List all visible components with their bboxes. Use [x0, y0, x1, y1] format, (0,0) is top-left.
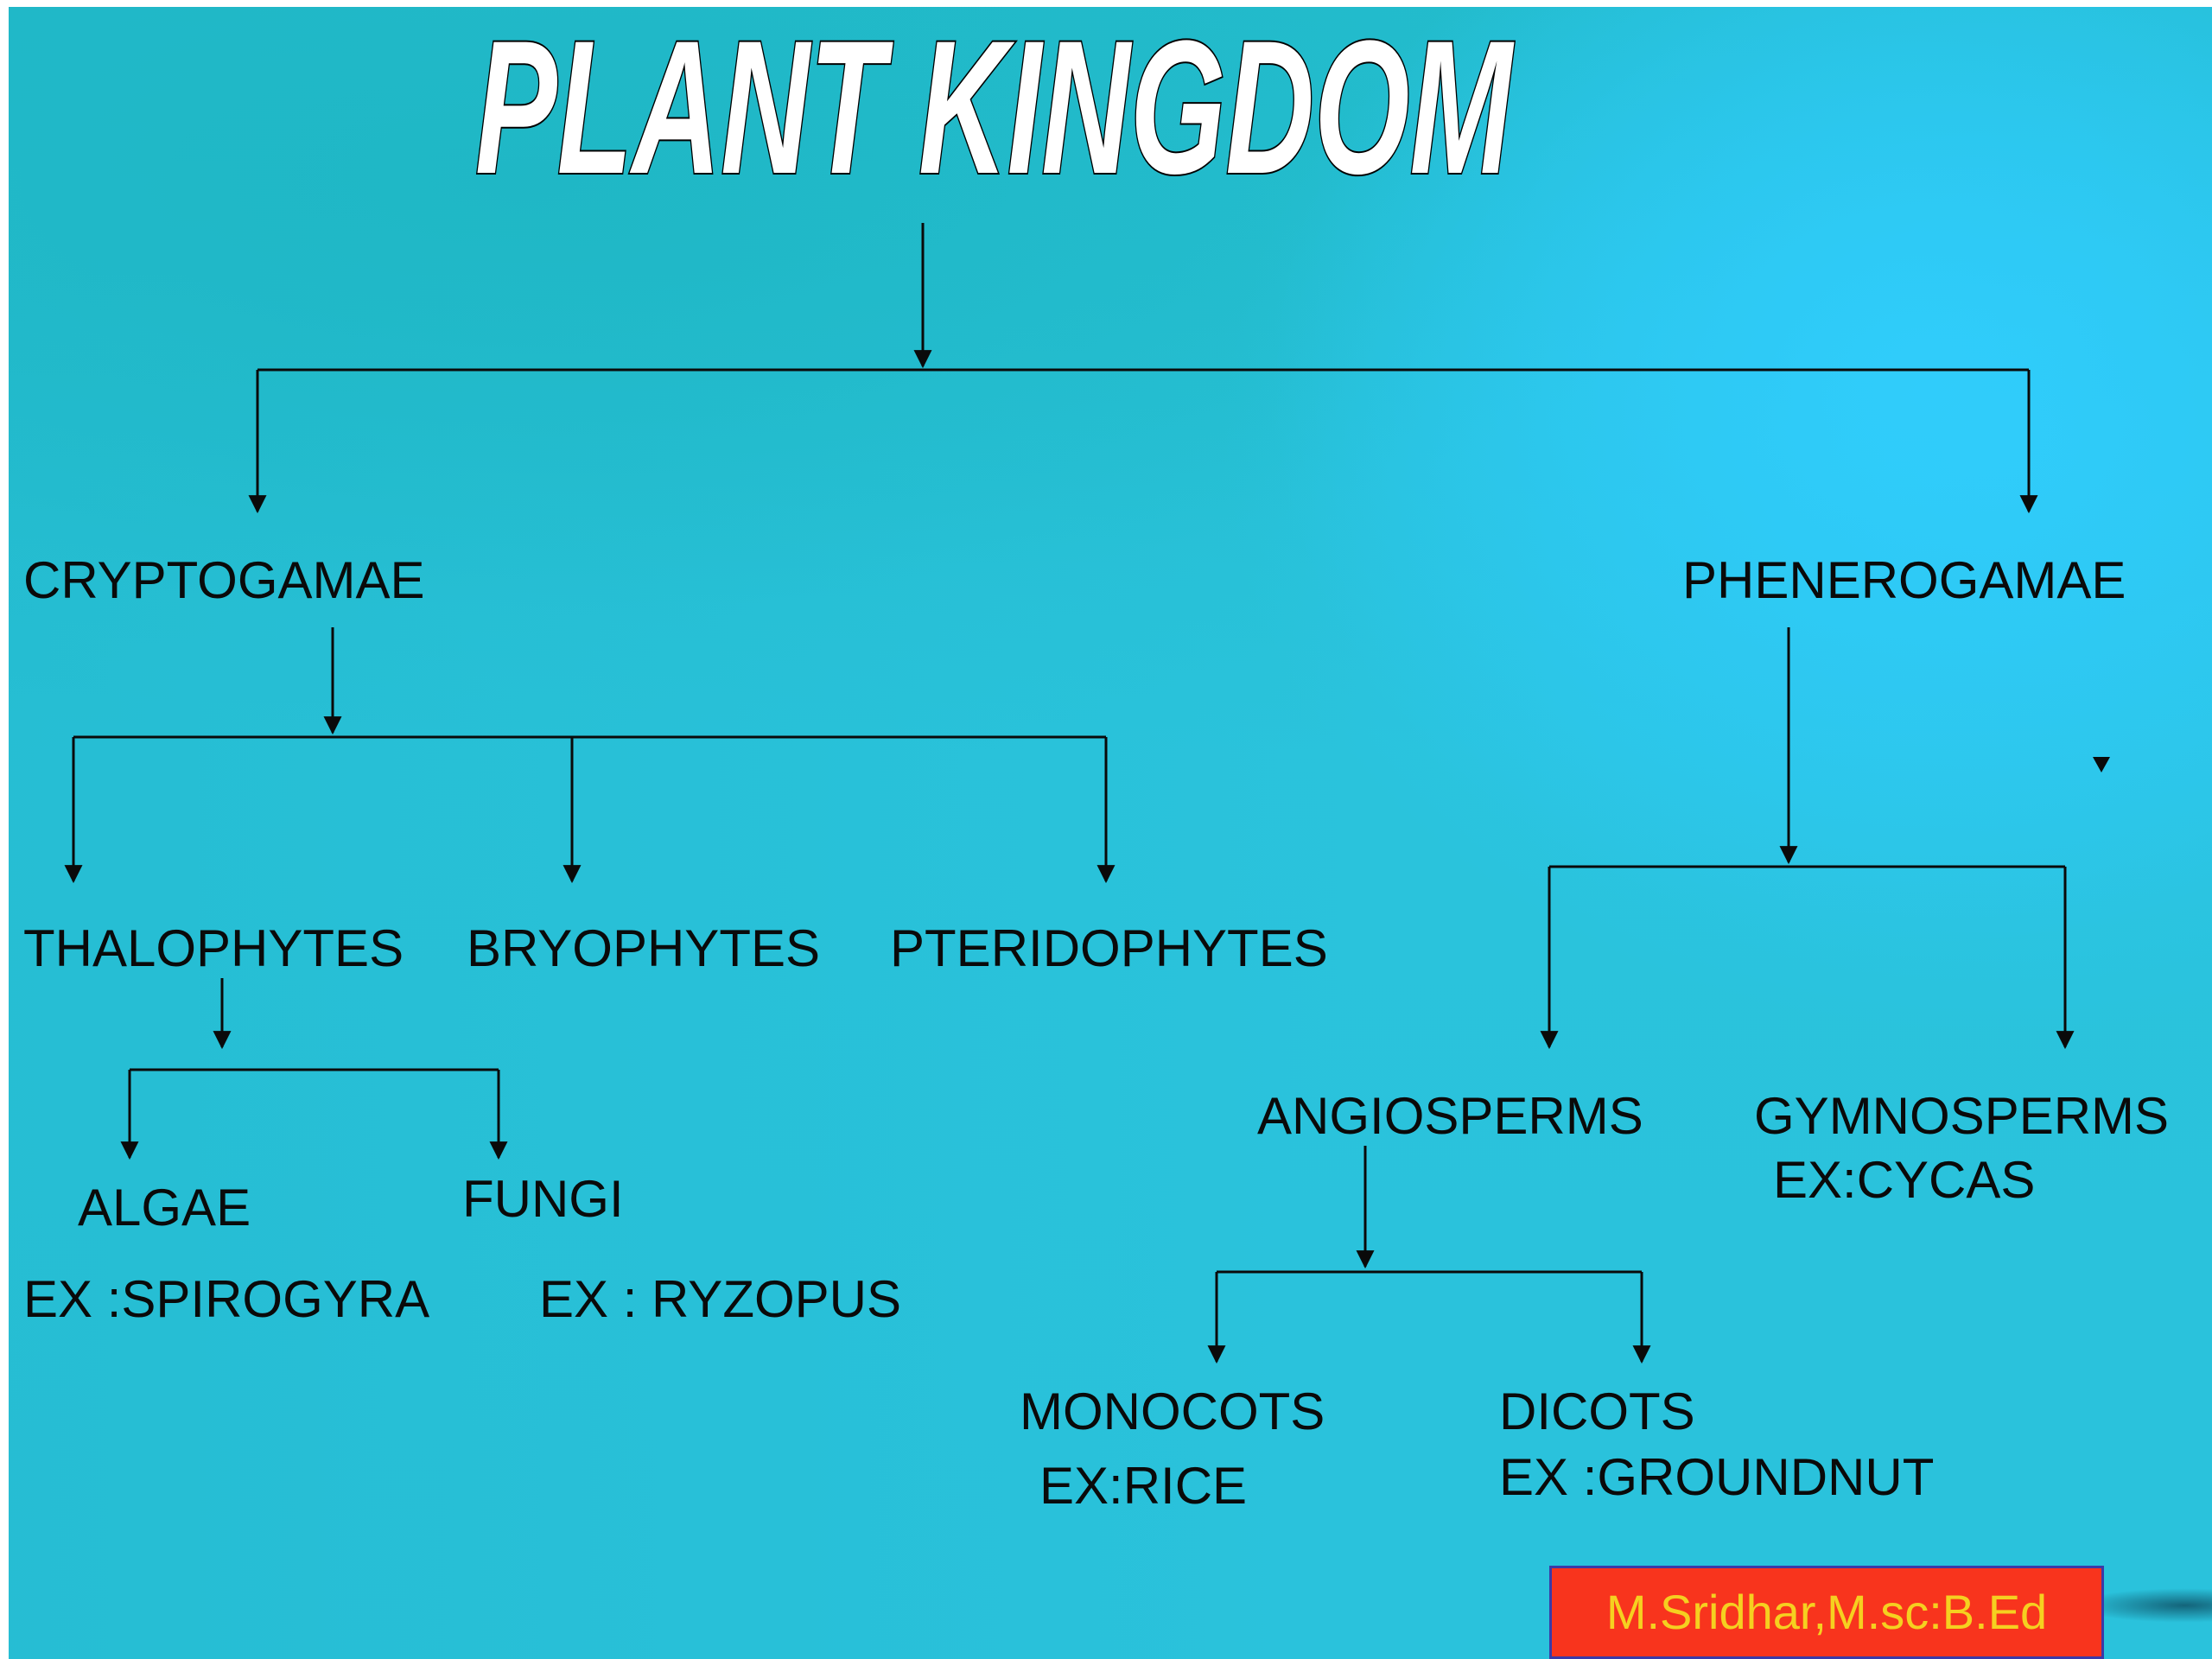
node-cryptogamae: CRYPTOGAMAE	[23, 551, 425, 609]
title-text: PLANT KINGDOM	[475, 35, 1515, 199]
node-fungi-example: EX : RYZOPUS	[539, 1270, 902, 1328]
node-algae: ALGAE	[78, 1179, 251, 1236]
node-thalophytes: THALOPHYTES	[23, 919, 404, 977]
node-angiosperms: ANGIOSPERMS	[1257, 1087, 1643, 1145]
node-dicots: DICOTS	[1499, 1382, 1695, 1440]
stray-arrowhead-icon	[2093, 757, 2110, 772]
node-gymnosperms-example: EX:CYCAS	[1773, 1151, 2036, 1209]
node-monocots: MONOCOTS	[1020, 1382, 1325, 1440]
node-fungi: FUNGI	[462, 1170, 624, 1228]
node-dicots-example: EX :GROUNDNUT	[1499, 1448, 1935, 1506]
node-gymnosperms: GYMNOSPERMS	[1754, 1087, 2170, 1145]
slide-background	[9, 7, 2212, 1659]
background-glow	[1262, 7, 2212, 957]
page-title: PLANT KINGDOM	[474, 35, 1516, 199]
author-credit-badge: M.Sridhar,M.sc:B.Ed	[1549, 1566, 2104, 1659]
node-algae-example: EX :SPIROGYRA	[23, 1270, 430, 1328]
background-shade	[9, 7, 1348, 1659]
node-pteridophytes: PTERIDOPHYTES	[890, 919, 1328, 977]
node-monocots-example: EX:RICE	[1039, 1457, 1248, 1515]
node-bryophytes: BRYOPHYTES	[467, 919, 821, 977]
node-phenerogamae: PHENEROGAMAE	[1682, 551, 2126, 609]
